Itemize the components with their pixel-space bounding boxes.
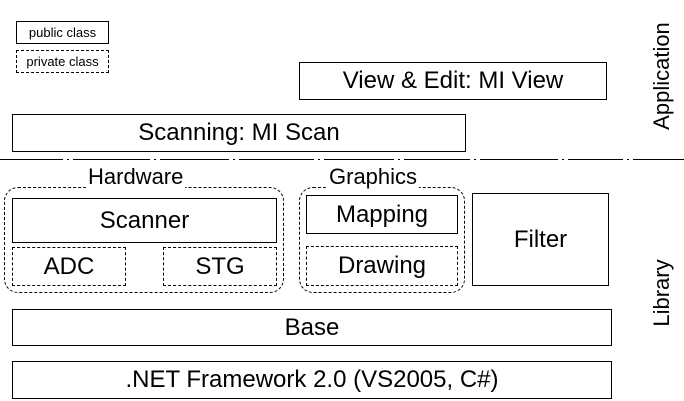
library-layer-label: Library	[649, 259, 674, 327]
framework-box: .NET Framework 2.0 (VS2005, C#)	[12, 361, 612, 399]
graphics-group-title: Graphics	[327, 164, 420, 189]
separator-dot	[233, 159, 235, 160]
legend-private-label: private class	[26, 54, 99, 69]
separator-dot	[562, 159, 564, 160]
filter-label: Filter	[513, 225, 568, 253]
view-edit-label: View & Edit: MI View	[342, 67, 564, 94]
application-layer-label: Application	[649, 22, 674, 130]
scanner-box: Scanner	[12, 198, 277, 243]
separator-dot	[318, 159, 320, 160]
legend-private-class: private class	[16, 50, 109, 73]
separator-dot	[67, 159, 69, 160]
drawing-label: Drawing	[337, 252, 427, 279]
adc-box: ADC	[12, 247, 126, 286]
scanning-box: Scanning: MI Scan	[12, 114, 466, 152]
stg-box: STG	[163, 247, 277, 286]
drawing-box: Drawing	[306, 246, 458, 286]
framework-label: .NET Framework 2.0 (VS2005, C#)	[125, 366, 499, 393]
hardware-group-title: Hardware	[86, 164, 186, 189]
scanning-label: Scanning: MI Scan	[138, 119, 340, 146]
legend-public-label: public class	[28, 25, 97, 40]
base-box: Base	[12, 309, 612, 346]
separator-dot	[154, 159, 156, 160]
adc-label: ADC	[43, 252, 95, 280]
filter-box: Filter	[472, 193, 609, 286]
separator-dot	[474, 159, 476, 160]
scanner-label: Scanner	[99, 206, 190, 234]
legend-public-class: public class	[16, 21, 109, 44]
mapping-box: Mapping	[306, 195, 458, 234]
separator-dot	[627, 159, 629, 160]
separator-dot	[398, 159, 400, 160]
view-edit-box: View & Edit: MI View	[299, 62, 607, 100]
stg-label: STG	[195, 252, 245, 280]
base-label: Base	[284, 313, 340, 341]
mapping-label: Mapping	[335, 200, 429, 228]
layer-separator	[0, 159, 684, 160]
